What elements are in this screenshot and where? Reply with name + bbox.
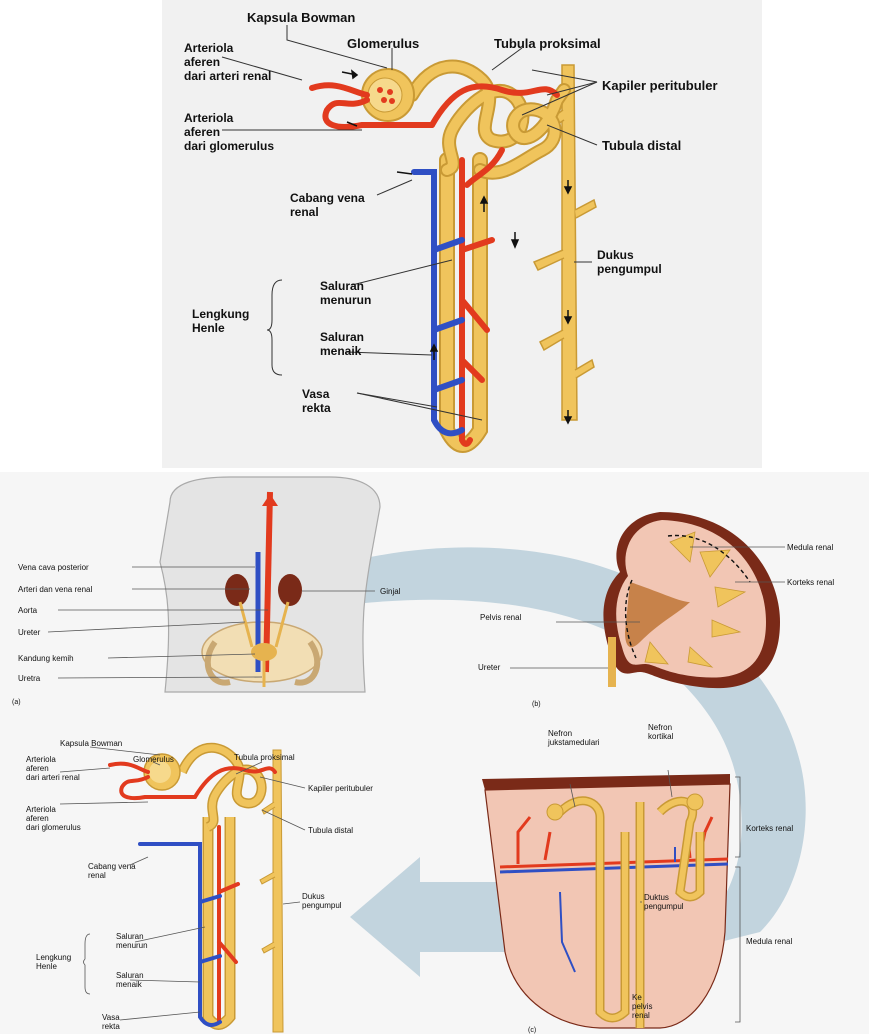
label-small-arteriola-renal-3: dari arteri renal [26,773,80,782]
label-panel-c: (c) [528,1027,536,1034]
label-dukus-2: pengumpul [597,262,662,276]
label-small-arteriola-renal-2: aferen [26,764,49,773]
label-small-arteriola-glom-2: aferen [26,814,49,823]
label-small-arteriola-glom-3: dari glomerulus [26,823,81,832]
label-vena-cava: Vena cava posterior [18,563,89,572]
label-dukus-1: Dukus [597,248,634,262]
label-cabang-vena-1: Cabang vena [290,191,365,205]
label-pelvis-renal: Pelvis renal [480,613,522,622]
label-small-lengkung-henle-2: Henle [36,962,57,971]
label-small-glomerulus: Glomerulus [133,755,174,764]
label-tubula-proksimal: Tubula proksimal [494,36,601,51]
nephron-diagram-top: Kapsula Bowman Glomerulus Tubula proksim… [162,0,762,468]
label-cabang-vena-2: renal [290,205,319,219]
label-small-kapsula-bowman: Kapsula Bowman [60,739,122,748]
label-saluran-menaik-1: Saluran [320,330,364,344]
label-nefron-juksta-2: jukstamedulari [547,738,600,747]
label-nefron-kortikal-1: Nefron [648,723,672,732]
label-arteri-vena-renal: Arteri dan vena renal [18,585,92,594]
label-medula-renal-kidney: Medula renal [787,543,833,552]
label-vasa-rekta-2: rekta [302,401,331,415]
label-small-cabang-vena-1: Cabang vena [88,862,136,871]
label-arteriola-glom-1: Arteriola [184,111,234,125]
kidney-cross-section [603,512,780,688]
label-ureter-body: Ureter [18,628,41,637]
label-panel-a: (a) [12,699,21,706]
label-small-vasa-rekta-1: Vasa [102,1013,120,1022]
label-small-kapiler-peritubuler: Kapiler peritubuler [308,784,373,793]
label-saluran-menaik-2: menaik [320,344,362,358]
urinary-system-diagram-bottom: Vena cava posterior Arteri dan vena rena… [0,472,869,1034]
label-duktus-1: Duktus [644,893,669,902]
nephron-small-leader-lines [60,747,305,1020]
label-kapiler-peritubuler: Kapiler peritubuler [602,78,718,93]
label-small-dukus-1: Dukus [302,892,325,901]
label-small-saluran-menurun-2: menurun [116,941,148,950]
label-nefron-juksta-1: Nefron [548,729,572,738]
renal-tissue-section [482,774,730,1028]
label-small-arteriola-glom-1: Arteriola [26,805,56,814]
lower-flow-arrow [350,857,520,977]
label-small-lengkung-henle-1: Lengkung [36,953,71,962]
label-saluran-menurun-1: Saluran [320,279,364,293]
label-uretra: Uretra [18,674,41,683]
label-small-saluran-menaik-1: Saluran [116,971,144,980]
label-ke-pelvis-2: pelvis [632,1002,652,1011]
label-duktus-2: pengumpul [644,902,684,911]
nephron-illustration: Kapsula Bowman Glomerulus Tubula proksim… [162,0,762,468]
label-arteriola-renal-3: dari arteri renal [184,69,271,83]
label-glomerulus: Glomerulus [347,36,419,51]
label-kapsula-bowman: Kapsula Bowman [247,10,355,25]
label-aorta: Aorta [18,606,38,615]
label-korteks-renal-kidney: Korteks renal [787,578,834,587]
label-tubula-distal: Tubula distal [602,138,681,153]
label-saluran-menurun-2: menurun [320,293,371,307]
label-small-tubula-distal: Tubula distal [308,826,353,835]
label-ureter-kidney: Ureter [478,663,501,672]
label-arteriola-renal-2: aferen [184,55,220,69]
label-arteriola-glom-2: aferen [184,125,220,139]
label-small-cabang-vena-2: renal [88,871,106,880]
label-ke-pelvis-3: renal [632,1011,650,1020]
label-medula-renal-section: Medula renal [746,937,792,946]
urinary-system-illustration: Vena cava posterior Arteri dan vena rena… [0,472,869,1034]
nephron-small [110,748,283,1032]
label-ke-pelvis-1: Ke [632,993,642,1002]
body-figure [160,477,380,692]
label-korteks-renal-section: Korteks renal [746,824,793,833]
label-small-saluran-menurun-1: Saluran [116,932,144,941]
label-arteriola-glom-3: dari glomerulus [184,139,274,153]
label-lengkung-henle-2: Henle [192,321,225,335]
label-arteriola-renal-1: Arteriola [184,41,234,55]
label-vasa-rekta-1: Vasa [302,387,330,401]
label-nefron-kortikal-2: kortikal [648,732,674,741]
label-small-tubula-proksimal: Tubula proksimal [234,753,295,762]
label-small-vasa-rekta-2: rekta [102,1022,120,1031]
label-small-arteriola-renal-1: Arteriola [26,755,56,764]
label-lengkung-henle-1: Lengkung [192,307,249,321]
label-ginjal: Ginjal [380,587,401,596]
label-small-dukus-2: pengumpul [302,901,342,910]
label-panel-b: (b) [532,701,541,708]
label-kandung-kemih: Kandung kemih [18,654,74,663]
label-small-saluran-menaik-2: menaik [116,980,143,989]
